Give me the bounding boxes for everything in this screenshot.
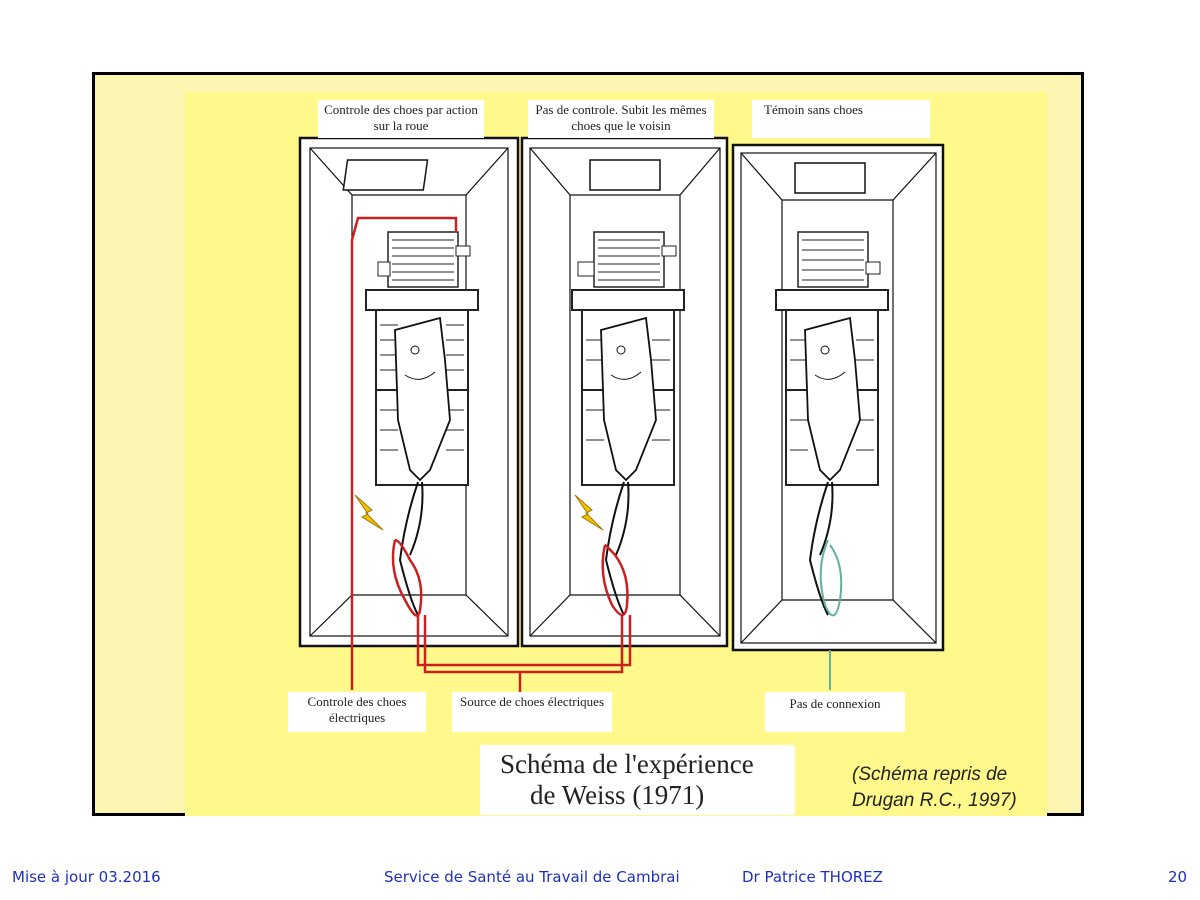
lightning-bolt-2 — [574, 494, 604, 531]
source-line-2: Drugan R.C., 1997) — [852, 790, 1017, 811]
source-wire — [416, 615, 632, 692]
label-box-1: Controle des choes par action sur la rou… — [318, 100, 484, 138]
lightning-bolt-1 — [354, 494, 384, 531]
rat-apparatus-2 — [571, 231, 685, 616]
rat-apparatus-3 — [775, 231, 889, 616]
shock-wire-2 — [601, 543, 629, 617]
rat-apparatus-1 — [365, 231, 479, 616]
no-connection-wire — [819, 539, 843, 690]
footer-page-number: 20 — [1168, 868, 1188, 886]
caption-line-2: de Weiss (1971) — [530, 780, 705, 810]
footer-updated: Mise à jour 03.2016 — [12, 868, 161, 886]
diagram-caption: Schéma de l'expérience de Weiss (1971) — [480, 745, 795, 815]
label-shock-control: Controle des choes électriques — [288, 692, 426, 732]
label-box-3: Témoin sans choes — [752, 100, 930, 138]
control-wire — [350, 216, 458, 690]
caption-line-1: Schéma de l'expérience — [500, 749, 754, 779]
label-shock-source: Source de choes électriques — [452, 692, 612, 732]
label-box-2: Pas de controle. Subit les mêmes choes q… — [528, 100, 714, 138]
source-line-1: (Schéma repris de — [852, 764, 1008, 785]
footer-organization: Service de Santé au Travail de Cambrai — [384, 868, 680, 886]
label-no-connection: Pas de connexion — [765, 692, 905, 732]
source-attribution: (Schéma repris de Drugan R.C., 1997) — [852, 762, 1062, 814]
footer-author: Dr Patrice THOREZ — [742, 868, 883, 886]
